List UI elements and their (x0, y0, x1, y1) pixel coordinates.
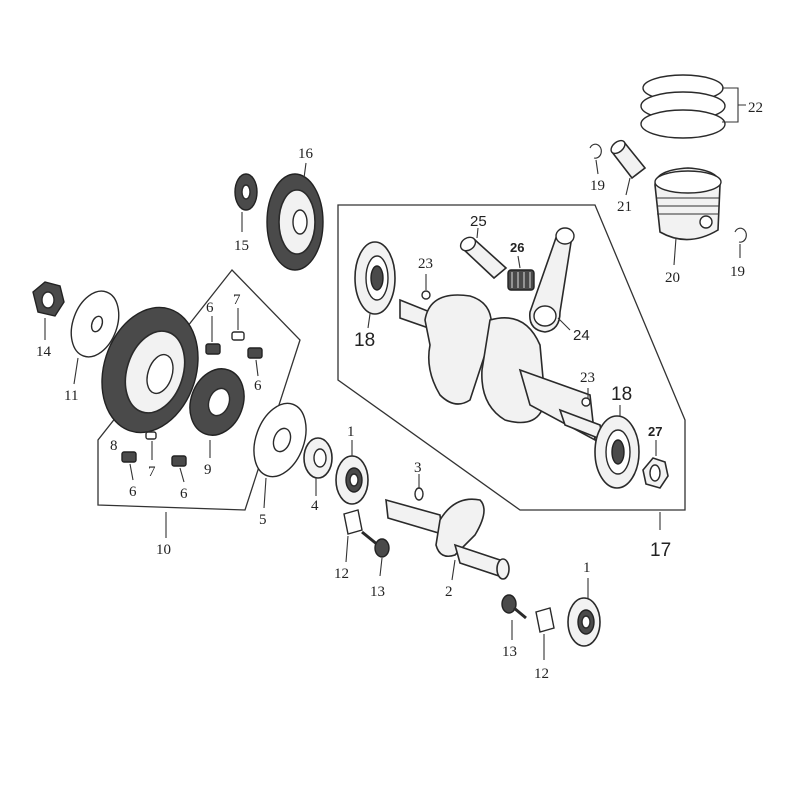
nut-27 (642, 457, 669, 489)
one-way-clutch-9 (189, 368, 245, 436)
callout-12b: 12 (534, 666, 549, 682)
callout-23b: 23 (580, 370, 595, 386)
leader-18a (367, 313, 371, 329)
callout-1b: 1 (583, 560, 591, 576)
callout-8: 8 (110, 438, 118, 454)
callout-6b: 6 (254, 378, 262, 394)
callout-25: 25 (470, 213, 487, 230)
connecting-rod (528, 227, 575, 333)
needle-bearing (507, 269, 535, 291)
leader-20 (673, 237, 677, 266)
bolt-13-upper (361, 530, 390, 558)
crankshaft-assembly (399, 294, 605, 442)
callout-19b: 19 (730, 264, 745, 280)
bearing-18-left (354, 241, 396, 315)
key-23-right (581, 397, 591, 407)
callout-1a: 1 (347, 424, 355, 440)
spring-6-d (171, 455, 187, 467)
leader-13a (379, 557, 383, 577)
callout-17: 17 (650, 540, 671, 561)
leader-16 (303, 162, 307, 179)
key-3 (414, 487, 424, 501)
starter-gear-10 (101, 306, 199, 434)
bearing-1-upper (335, 455, 369, 505)
leader-2 (451, 559, 456, 581)
leader-6b (255, 359, 259, 377)
plate-12-upper (343, 509, 363, 535)
spring-6-b (247, 347, 263, 359)
callout-5: 5 (259, 512, 267, 528)
callout-18b: 18 (611, 384, 632, 405)
callout-26: 26 (510, 240, 524, 255)
washer-5 (253, 402, 307, 478)
spring-6-c (121, 451, 137, 463)
piston (654, 167, 722, 241)
callout-18a: 18 (354, 330, 375, 351)
leader-19a (595, 159, 599, 175)
leader-6c (129, 463, 134, 481)
callout-21: 21 (617, 199, 632, 215)
callout-9: 9 (204, 462, 212, 478)
callout-13b: 13 (502, 644, 517, 660)
callout-6d: 6 (180, 486, 188, 502)
circlip-right (734, 227, 747, 243)
callout-19a: 19 (590, 178, 605, 194)
callout-11: 11 (64, 388, 78, 404)
piston-rings (640, 74, 726, 139)
leader-22 (722, 87, 746, 123)
nut-14 (32, 281, 65, 317)
leader-24 (557, 317, 571, 331)
pin-7-a (231, 331, 245, 341)
callout-6c: 6 (129, 484, 137, 500)
callout-15: 15 (234, 238, 249, 254)
callout-16: 16 (298, 146, 314, 162)
callout-4: 4 (311, 498, 319, 514)
bolt-13-lower (501, 594, 527, 620)
plate-12-lower (535, 607, 555, 633)
callout-13a: 13 (370, 584, 385, 600)
callout-7a: 7 (233, 292, 241, 308)
callout-20: 20 (665, 270, 680, 286)
leader-6d (179, 467, 185, 483)
collar-4 (303, 437, 333, 479)
piston-pin (610, 139, 647, 180)
callout-2: 2 (445, 584, 453, 600)
pin-7-b (145, 431, 157, 440)
leader-21 (625, 177, 631, 196)
callout-3: 3 (414, 460, 422, 476)
callout-12a: 12 (334, 566, 349, 582)
crank-pin (459, 236, 508, 280)
callout-14: 14 (36, 344, 52, 360)
callout-10: 10 (156, 542, 171, 558)
leader-12a (345, 535, 349, 563)
callout-6a: 6 (206, 300, 214, 316)
leader-26 (517, 255, 521, 269)
circlip-left (589, 143, 602, 159)
callout-23a: 23 (418, 256, 433, 272)
bearing-18-right (594, 415, 640, 489)
drive-gear-16 (266, 173, 324, 271)
callout-24: 24 (573, 327, 590, 344)
key-23-left (421, 290, 431, 300)
group-17-outline (337, 204, 686, 511)
crankshaft-2 (385, 498, 510, 580)
callout-7b: 7 (148, 464, 156, 480)
callout-22: 22 (748, 100, 763, 116)
leader-11 (73, 357, 79, 385)
washer-11 (70, 290, 120, 358)
leader-5 (263, 477, 267, 509)
washer-15 (234, 173, 258, 211)
callout-27: 27 (648, 424, 662, 439)
bearing-1-lower (567, 597, 601, 647)
leader-25 (476, 227, 479, 239)
spring-6-a (205, 343, 221, 355)
